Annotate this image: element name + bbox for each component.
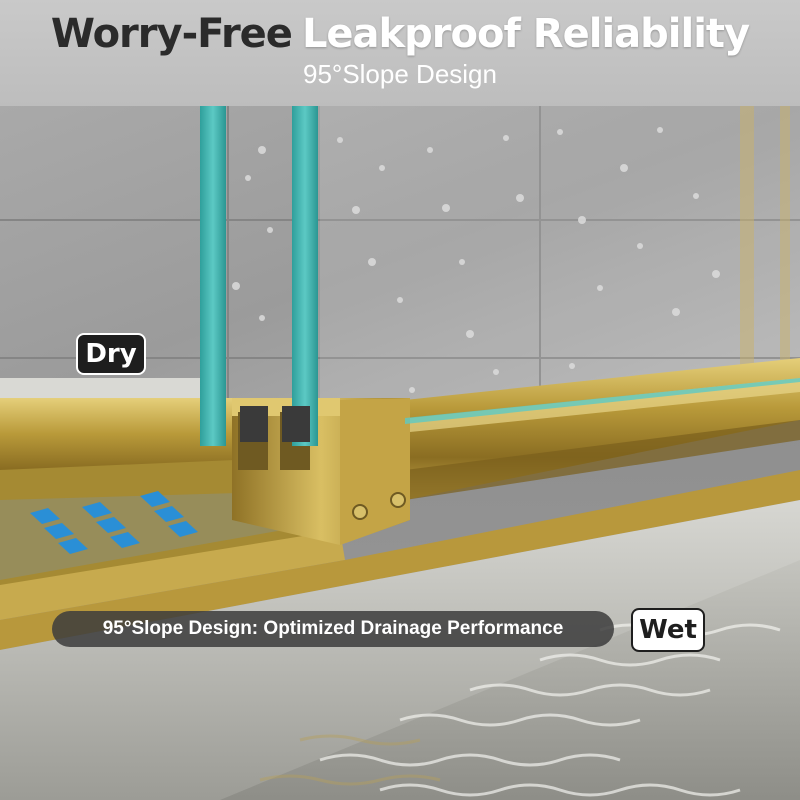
subhead: 95°Slope Design <box>303 59 497 89</box>
wet-badge: Wet <box>631 608 705 652</box>
dry-badge: Dry <box>76 333 146 375</box>
headline-dark: Worry-Free <box>50 11 293 57</box>
headline-light: Leakproof Reliability <box>301 11 750 57</box>
caption-pill: 95°Slope Design: Optimized Drainage Perf… <box>52 611 614 647</box>
